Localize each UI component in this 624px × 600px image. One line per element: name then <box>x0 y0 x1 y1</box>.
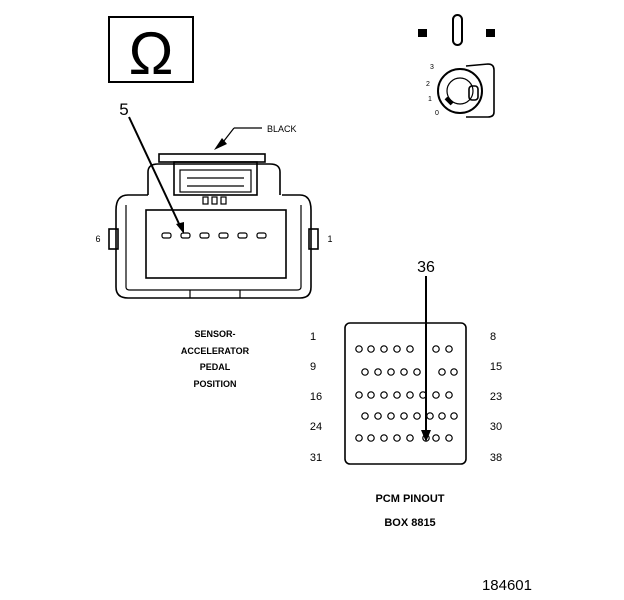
pcm-pin-cavity-34 <box>393 434 401 442</box>
pcm-caption-line-1: PCM PINOUT <box>375 493 444 505</box>
pcm-pin-cavity-2 <box>367 345 375 353</box>
pcm-pin-cavity-31 <box>355 434 363 442</box>
pcm-pin-cavity-18 <box>393 391 401 399</box>
pcm-pin-cavity-35 <box>406 434 414 442</box>
pcm-pin-cavity-24 <box>374 412 382 420</box>
pcm-row-label-right-2: 15 <box>490 361 502 373</box>
pcm-pin-cavity-33 <box>380 434 388 442</box>
pcm-row-label-right-1: 8 <box>490 331 496 343</box>
pcm-row-label-left-1: 1 <box>310 331 316 343</box>
pcm-pin-cavity-29 <box>438 412 446 420</box>
pcm-pin-cavity-16 <box>367 391 375 399</box>
figure-number: 184601 <box>482 577 532 594</box>
pcm-row-label-right-5: 38 <box>490 452 502 464</box>
pcm-pin-cavity-5 <box>406 345 414 353</box>
sensor-caption-line-4: POSITION <box>193 379 236 389</box>
sensor-pin-label-left: 6 <box>95 234 100 244</box>
ignition-position-3: 3 <box>430 64 434 71</box>
pcm-row-label-right-4: 30 <box>490 421 502 433</box>
pcm-row-label-right-3: 23 <box>490 391 502 403</box>
pcm-pin-cavity-3 <box>380 345 388 353</box>
pcm-pin-cavity-30 <box>450 412 458 420</box>
pcm-pin-cavity-4 <box>393 345 401 353</box>
sensor-caption: SENSOR- ACCELERATOR PEDAL POSITION <box>181 329 250 389</box>
sensor-caption-line-1: SENSOR- <box>194 329 235 339</box>
ignition-position-2: 2 <box>426 81 430 88</box>
wire-color-label: BLACK <box>267 124 297 134</box>
pcm-pin-cavity-14 <box>450 368 458 376</box>
pcm-pin-callout: 36 <box>417 259 435 276</box>
pcm-connector: 36 1 9 16 24 31 8 15 23 30 38 <box>310 259 502 465</box>
pcm-row-label-left-4: 24 <box>310 421 322 433</box>
pcm-row-label-left-5: 31 <box>310 452 322 464</box>
sensor-pin-label-right: 1 <box>327 234 332 244</box>
pcm-pin-cavity-12 <box>413 368 421 376</box>
sensor-pin-callout: 5 <box>119 100 128 119</box>
pcm-pin-cavity-27 <box>413 412 421 420</box>
pcm-pin-grid <box>355 345 458 442</box>
ohm-symbol-icon: Ω <box>108 16 194 87</box>
pcm-pin-cavity-32 <box>367 434 375 442</box>
ignition-position-0: 0 <box>435 110 439 117</box>
ohm-glyph: Ω <box>129 20 174 87</box>
pcm-row-label-left-3: 16 <box>310 391 322 403</box>
pcm-pin-cavity-21 <box>432 391 440 399</box>
pcm-pin-cavity-25 <box>387 412 395 420</box>
pcm-pin-cavity-13 <box>438 368 446 376</box>
pcm-pin-cavity-10 <box>387 368 395 376</box>
pcm-pin-cavity-9 <box>374 368 382 376</box>
pcm-pin-cavity-19 <box>406 391 414 399</box>
pcm-pin-cavity-8 <box>361 368 369 376</box>
pcm-pin-cavity-6 <box>432 345 440 353</box>
pcm-pin-cavity-28 <box>426 412 434 420</box>
ignition-position-1: 1 <box>428 96 432 103</box>
pcm-pin-cavity-23 <box>361 412 369 420</box>
pcm-row-label-left-2: 9 <box>310 361 316 373</box>
pcm-pin-cavity-15 <box>355 391 363 399</box>
pcm-pin-cavity-17 <box>380 391 388 399</box>
sensor-caption-line-2: ACCELERATOR <box>181 346 250 356</box>
pcm-pin-cavity-22 <box>445 391 453 399</box>
pcm-pin-cavity-11 <box>400 368 408 376</box>
pcm-pin-cavity-7 <box>445 345 453 353</box>
ignition-key-icon: 3 2 1 0 <box>418 14 495 118</box>
sensor-caption-line-3: PEDAL <box>200 362 231 372</box>
pcm-caption-line-2: BOX 8815 <box>384 517 435 529</box>
pcm-pin-cavity-38 <box>445 434 453 442</box>
pcm-pin-cavity-1 <box>355 345 363 353</box>
pcm-pin-cavity-26 <box>400 412 408 420</box>
pcm-pin-cavity-37 <box>432 434 440 442</box>
sensor-connector: BLACK 6 1 5 <box>95 100 333 299</box>
